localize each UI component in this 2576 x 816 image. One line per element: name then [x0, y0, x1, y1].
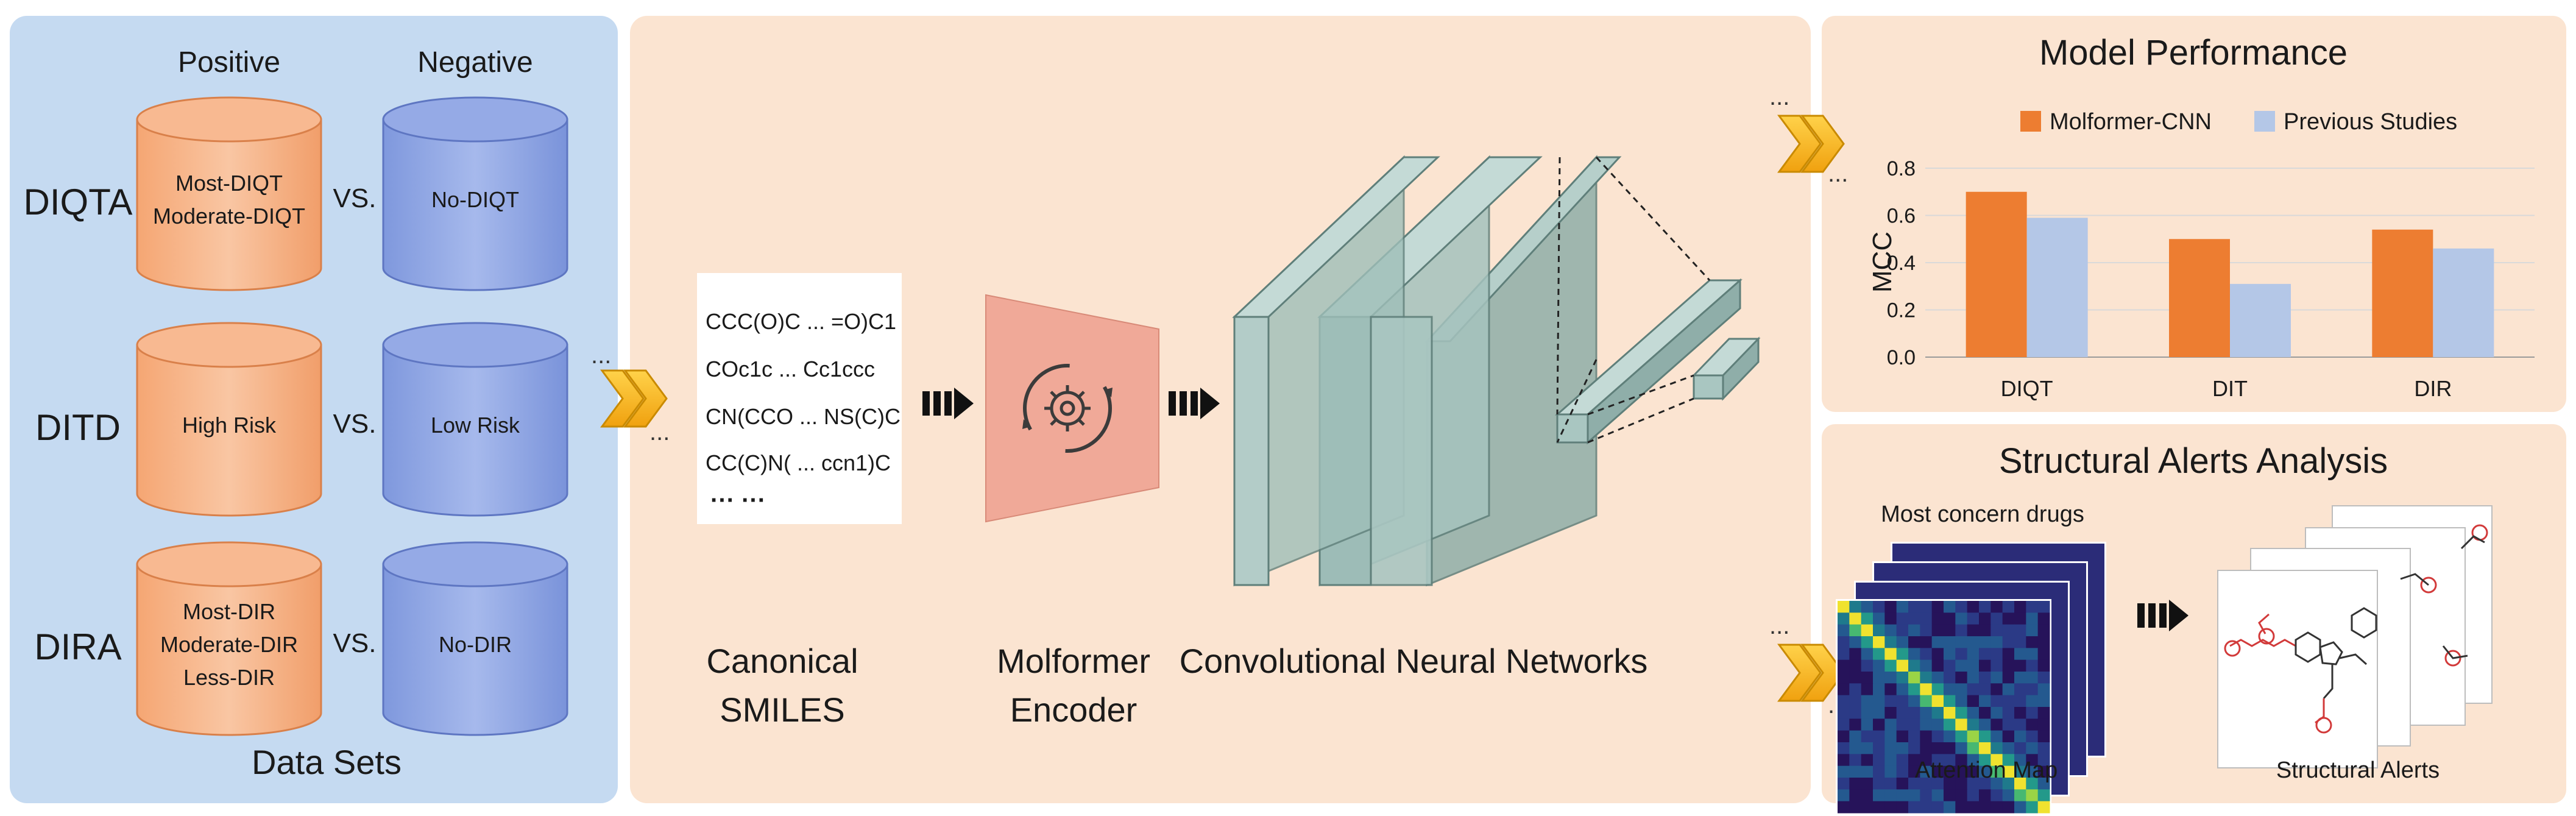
- smiles-lines: CCC(O)C ... =O)C1 COc1c ... Cc1ccc CN(CC…: [706, 309, 901, 514]
- performance-title: Model Performance: [2039, 33, 2348, 73]
- cylinder-label: High Risk: [182, 413, 277, 438]
- legend-label-previous: Previous Studies: [2284, 109, 2457, 135]
- dataset-row: DIRA Most-DIR Moderate-DIR Less-DIR No-DIR VS…: [34, 541, 568, 736]
- y-tick-label: 0.2: [1887, 299, 1916, 322]
- double-chevron-arrow-icon: [1777, 115, 1845, 173]
- pipeline-panel: [630, 16, 1811, 803]
- cylinder-label: Less-DIR: [183, 665, 275, 690]
- x-tick-label: DIT: [2212, 376, 2248, 401]
- dataset-name: DIRA: [34, 626, 121, 667]
- cnn-label: Convolutional Neural Networks: [1180, 642, 1648, 680]
- vs-label: VS.: [333, 409, 377, 439]
- dataset-name: DITD: [35, 407, 121, 448]
- bar-molformer-dit: [2169, 239, 2230, 357]
- negative-header: Negative: [417, 46, 533, 79]
- negative-cylinder: Low Risk: [382, 322, 568, 517]
- legend-swatch-molformer: [2020, 111, 2041, 132]
- chart-legend: Molformer-CNN Previous Studies: [2020, 109, 2457, 135]
- cylinder-label: Moderate-DIQT: [153, 204, 305, 229]
- dashed-arrow-icon: [922, 388, 974, 419]
- feature-blocks: [1555, 278, 1761, 445]
- legend-label-molformer: Molformer-CNN: [2050, 109, 2212, 135]
- legend-swatch-previous: [2254, 111, 2275, 132]
- smiles-line: COc1c ... Cc1ccc: [706, 357, 875, 381]
- molecule-card: [2217, 570, 2378, 768]
- x-tick-label: DIQT: [2001, 376, 2053, 401]
- positive-cylinder: Most-DIR Moderate-DIR Less-DIR: [136, 541, 322, 736]
- smiles-line: CN(CCO ... NS(C)C: [706, 404, 901, 429]
- cylinder-label: Moderate-DIR: [160, 632, 298, 657]
- positive-header: Positive: [178, 46, 280, 79]
- dots-upper: ...: [591, 342, 611, 369]
- molecule-drawing: [2224, 524, 2488, 734]
- vs-label: VS.: [333, 628, 377, 658]
- smiles-box: [697, 273, 902, 524]
- cnn-layers: [1232, 155, 1622, 587]
- bar-previous-dir: [2433, 248, 2494, 357]
- y-axis-label: MCC: [1867, 232, 1897, 293]
- structural-alerts-label: Structural Alerts: [2276, 757, 2440, 783]
- smiles-more: ··· ···: [710, 487, 766, 514]
- bar-previous-diqt: [2026, 218, 2088, 357]
- x-tick-label: DIR: [2414, 376, 2452, 401]
- dashed-arrow-icon: [1169, 388, 1220, 419]
- dataset-name: DIQTA: [24, 182, 133, 222]
- negative-cylinder: No-DIQT: [382, 96, 568, 291]
- gear-cycle-icon: [1022, 364, 1113, 453]
- y-tick-label: 0.4: [1887, 252, 1916, 275]
- cylinder-label: Low Risk: [431, 413, 520, 438]
- y-tick-label: 0.0: [1887, 346, 1916, 369]
- encoder-label-line2: Encoder: [1010, 690, 1138, 729]
- vs-label: VS.: [333, 183, 377, 213]
- cylinder-label: Most-DIQT: [175, 171, 283, 196]
- cylinder-label: No-DIR: [439, 632, 512, 657]
- chart-x-ticks: DIQT DIT DIR: [2001, 376, 2452, 401]
- cylinder-label: Most-DIR: [183, 599, 275, 624]
- attention-map-stack: [1836, 542, 2106, 815]
- smiles-line: CCC(O)C ... =O)C1: [706, 309, 896, 334]
- attention-map-label: Attention Map: [1915, 757, 2058, 783]
- dataset-row: DIQTA Most-DIQT Moderate-DIQT No-DIQT VS.: [24, 96, 568, 291]
- attention-map: [1836, 599, 2051, 815]
- bar-molformer-diqt: [1966, 191, 2027, 357]
- positive-cylinder: High Risk: [136, 322, 322, 517]
- smiles-label-line1: Canonical: [706, 642, 858, 680]
- y-tick-label: 0.6: [1887, 205, 1916, 228]
- bar-previous-dit: [2230, 283, 2291, 357]
- positive-cylinder: Most-DIQT Moderate-DIQT: [136, 96, 322, 291]
- data-sets-label: Data Sets: [252, 743, 402, 781]
- cylinder-label: No-DIQT: [431, 187, 519, 212]
- most-concern-label: Most concern drugs: [1881, 502, 2084, 527]
- dots-top-upper: ...: [1769, 83, 1789, 110]
- y-tick-label: 0.8: [1887, 157, 1916, 180]
- structural-alert-cards: [2217, 505, 2493, 768]
- dashed-arrow-icon: [2137, 600, 2189, 631]
- chart-bars: [1966, 191, 2494, 357]
- smiles-line: CC(C)N( ... ccn1)C: [706, 450, 891, 475]
- alerts-title: Structural Alerts Analysis: [1999, 441, 2388, 481]
- double-chevron-arrow-icon: [1777, 644, 1845, 702]
- dots-bottom-upper: ...: [1769, 612, 1789, 639]
- encoder-label-line1: Molformer: [997, 642, 1150, 680]
- negative-cylinder: No-DIR: [382, 541, 568, 736]
- dataset-row: DITD High Risk Low Risk VS.: [35, 322, 568, 517]
- dots-top-lower: ...: [1828, 160, 1848, 187]
- cnn-projection-lines: [1556, 156, 1711, 444]
- smiles-label-line2: SMILES: [720, 690, 844, 729]
- double-chevron-arrow-icon: [600, 369, 668, 428]
- bar-molformer-dir: [2372, 229, 2433, 357]
- dots-lower: ...: [649, 419, 670, 445]
